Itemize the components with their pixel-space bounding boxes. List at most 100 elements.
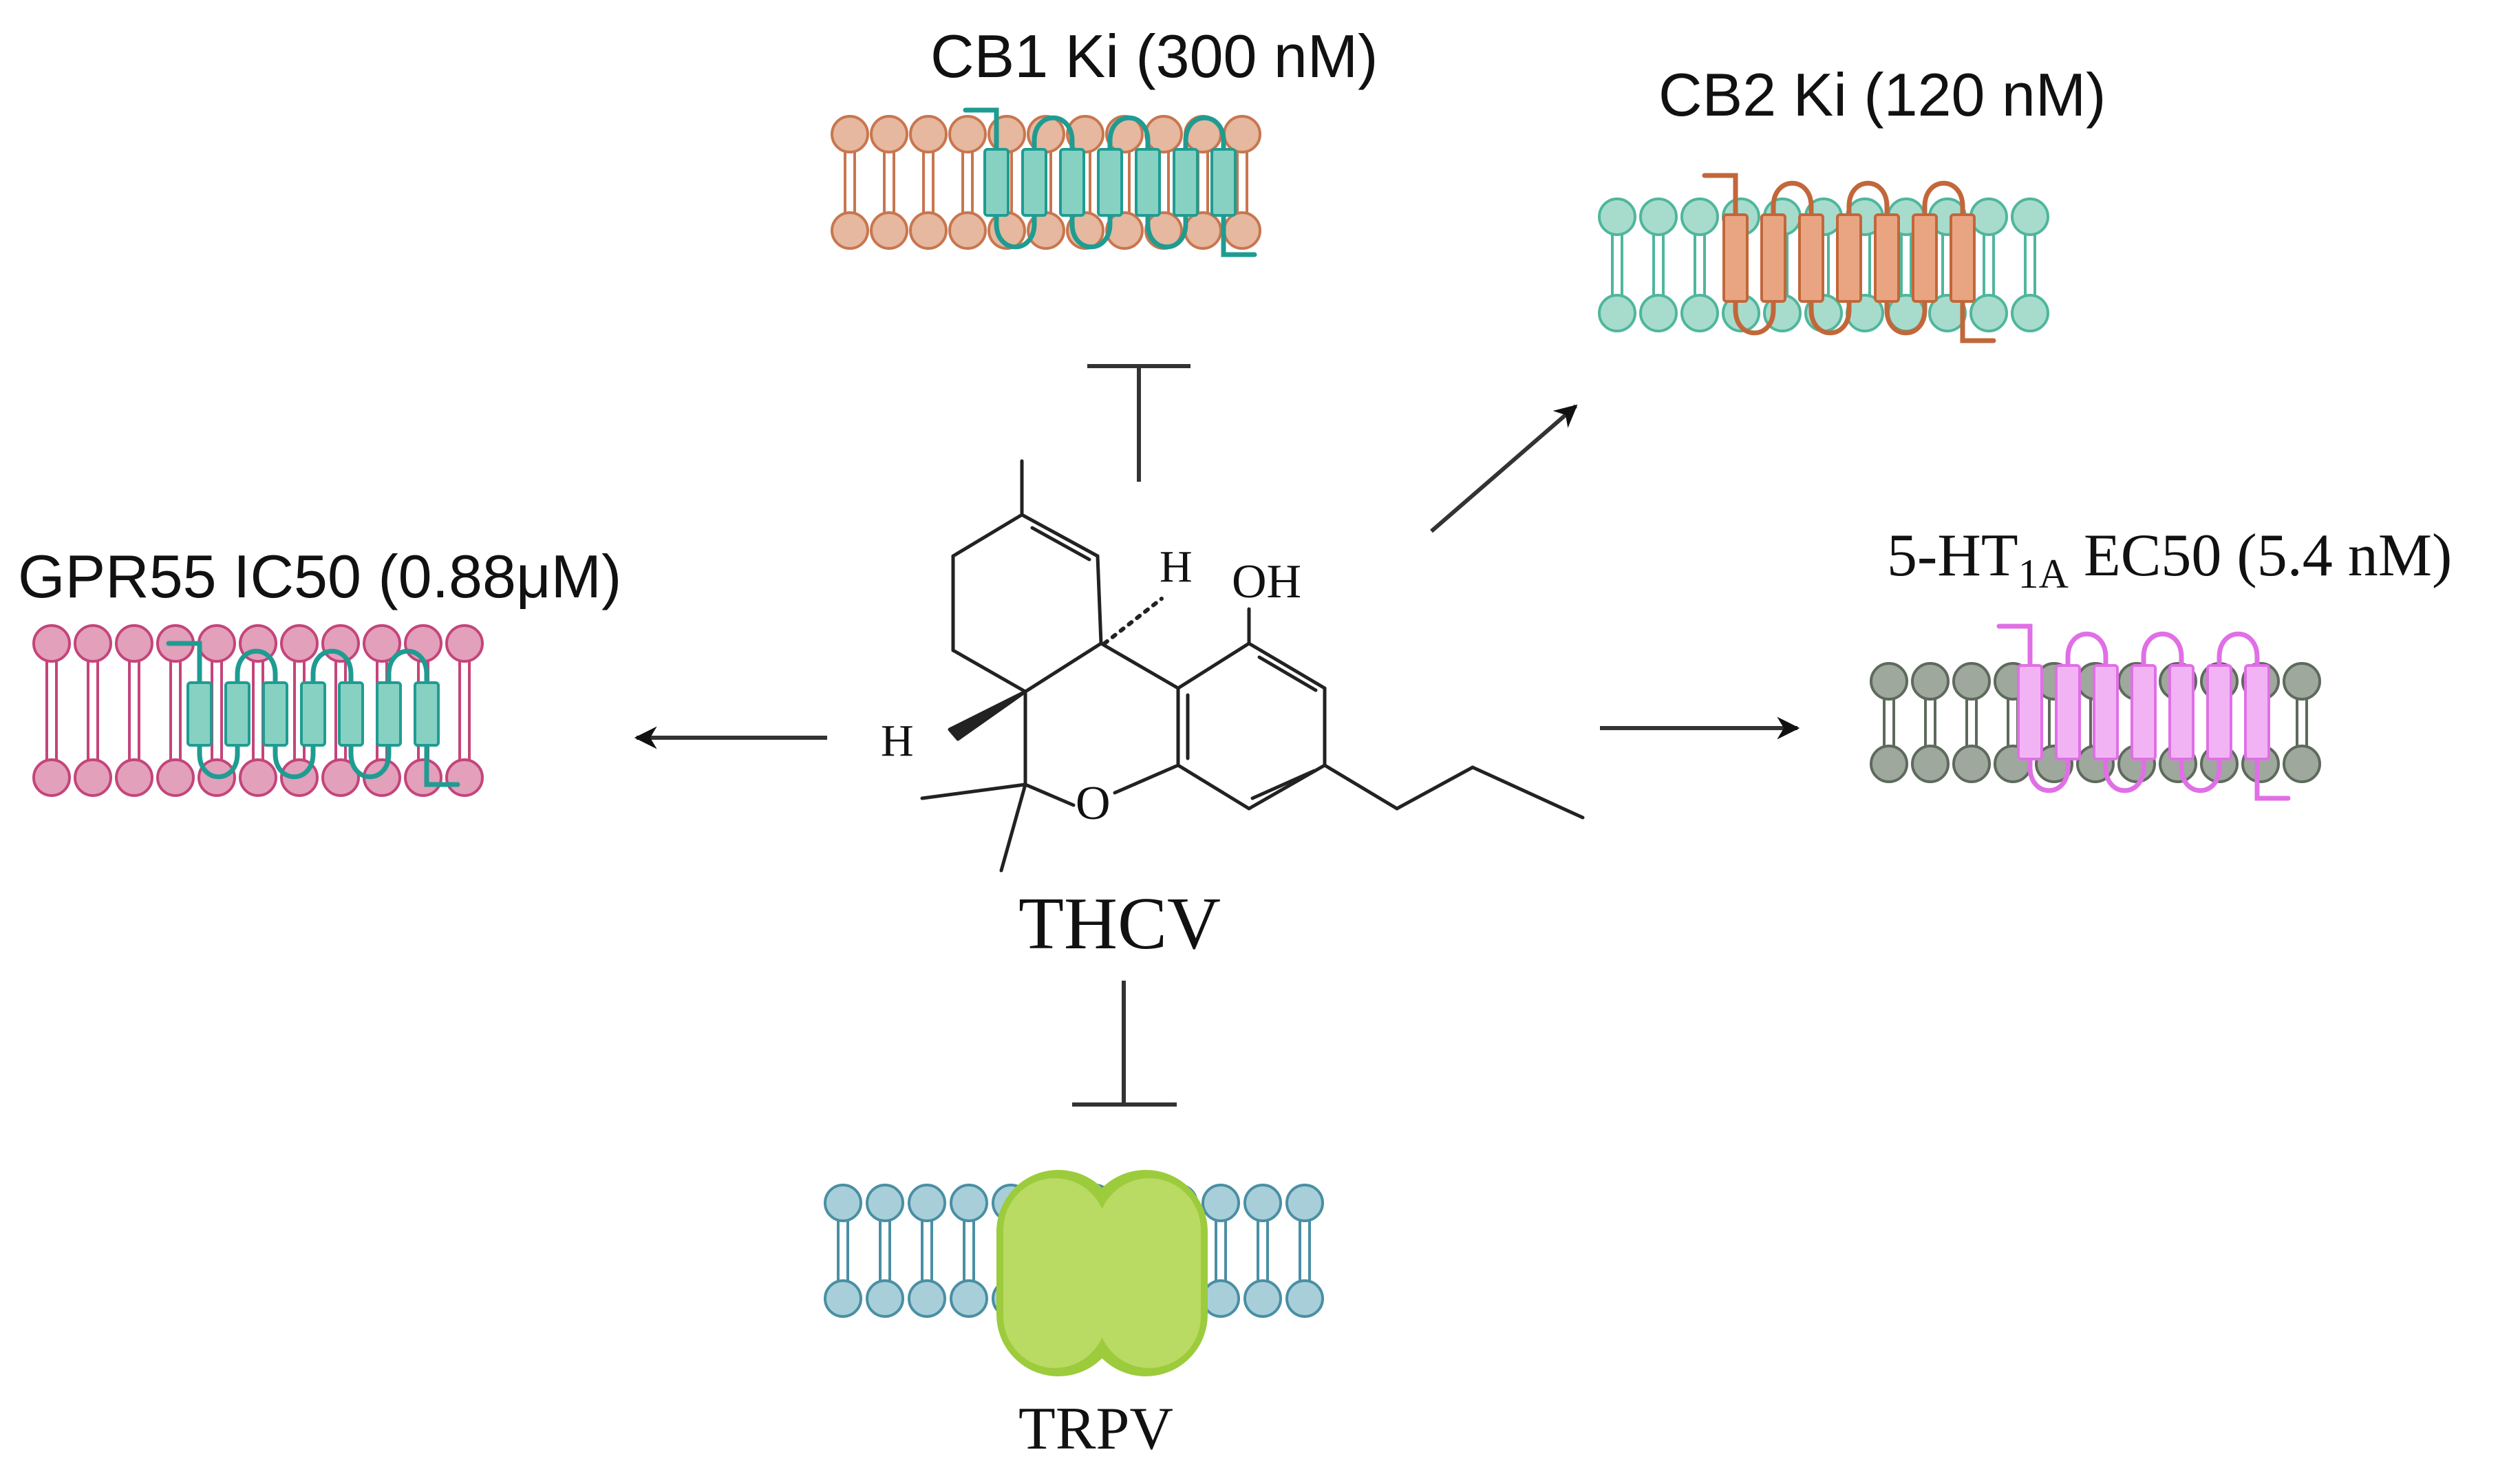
transmembrane-helix xyxy=(1059,148,1085,217)
lipid-head xyxy=(32,624,71,663)
ht1a-label-subscript: 1A xyxy=(2018,551,2069,597)
lipid-head xyxy=(1184,211,1222,250)
ht1a-label-prefix: 5-HT xyxy=(1887,522,2018,589)
transmembrane-helix xyxy=(414,681,440,747)
transmembrane-helix xyxy=(262,681,288,747)
lipid-head xyxy=(156,758,195,797)
transmembrane-helix xyxy=(2244,664,2270,760)
transmembrane-helix xyxy=(2093,664,2119,760)
thcv-structure: OH O H H xyxy=(881,459,1585,873)
lipid-head xyxy=(1911,662,1950,701)
lipid-head xyxy=(1144,115,1183,153)
transmembrane-helix xyxy=(1021,148,1047,217)
lipid-head xyxy=(445,624,484,663)
lipid-head xyxy=(74,624,112,663)
transmembrane-helix xyxy=(224,681,250,747)
lipid-head xyxy=(831,211,869,250)
ht1a-receptor-icon xyxy=(1996,623,2291,801)
lipid-head xyxy=(824,1279,862,1318)
transmembrane-helix xyxy=(1722,213,1749,303)
atom-o: O xyxy=(1076,777,1111,830)
lipid-head xyxy=(321,758,360,797)
transmembrane-helix xyxy=(1798,213,1824,303)
gpr55-receptor-icon xyxy=(166,641,460,787)
lipid-head xyxy=(1202,1279,1240,1318)
transmembrane-helix xyxy=(2206,664,2232,760)
lipid-head xyxy=(1680,294,1719,332)
lipid-head xyxy=(2283,745,2321,783)
cb1-inhibition-connector xyxy=(1087,364,1190,482)
trpv-channel-icon xyxy=(996,1170,1208,1376)
lipid-head xyxy=(909,211,948,250)
lipid-head xyxy=(908,1279,946,1318)
cb2-receptor-icon xyxy=(1702,173,1996,343)
lipid-head xyxy=(866,1184,904,1222)
lipid-head xyxy=(909,115,948,153)
lipid-head xyxy=(1928,294,1967,332)
lipid-head xyxy=(1870,745,1908,783)
atom-h1: H xyxy=(1160,542,1193,592)
lipid-head xyxy=(1285,1184,1324,1222)
lipid-head xyxy=(1223,211,1261,250)
lipid-head xyxy=(950,1279,988,1318)
lipid-head xyxy=(1680,198,1719,236)
lipid-head xyxy=(1243,1279,1282,1318)
transmembrane-helix xyxy=(1950,213,1976,303)
lipid-head xyxy=(115,758,153,797)
lipid-head xyxy=(1911,745,1950,783)
transmembrane-helix xyxy=(1874,213,1900,303)
lipid-head xyxy=(445,758,484,797)
ht1a-label: 5-HT1A EC50 (5.4 nM) xyxy=(1887,522,2452,597)
lipid-head xyxy=(1952,745,1991,783)
transmembrane-helix xyxy=(300,681,326,747)
transmembrane-helix xyxy=(1836,213,1862,303)
lipid-head xyxy=(404,624,442,663)
lipid-head xyxy=(115,624,153,663)
lipid-head xyxy=(1598,198,1636,236)
transmembrane-helix xyxy=(1210,148,1237,217)
transmembrane-helix xyxy=(2168,664,2195,760)
lipid-head xyxy=(32,758,71,797)
lipid-head xyxy=(1598,294,1636,332)
lipid-head xyxy=(1952,662,1991,701)
lipid-head xyxy=(1639,294,1678,332)
atom-oh: OH xyxy=(1232,555,1301,608)
lipid-head xyxy=(197,624,236,663)
lipid-head xyxy=(2011,294,2049,332)
cb2-activation-arrow xyxy=(1430,404,1578,533)
cb1-label: CB1 Ki (300 nM) xyxy=(930,22,1378,90)
lipid-head xyxy=(363,624,401,663)
gpr55-label: GPR55 IC50 (0.88μM) xyxy=(18,542,621,610)
transmembrane-helix xyxy=(2131,664,2157,760)
cb1-receptor-icon xyxy=(963,107,1257,257)
lipid-head xyxy=(1870,662,1908,701)
lipid-head xyxy=(908,1184,946,1222)
lipid-head xyxy=(1105,211,1144,250)
lipid-head xyxy=(870,211,908,250)
cb2-label: CB2 Ki (120 nM) xyxy=(1658,61,2106,129)
transmembrane-helix xyxy=(1173,148,1199,217)
transmembrane-helix xyxy=(1097,148,1123,217)
lipid-head xyxy=(2011,198,2049,236)
lipid-head xyxy=(1639,198,1678,236)
transmembrane-helix xyxy=(2055,664,2081,760)
transmembrane-helix xyxy=(1912,213,1938,303)
lipid-head xyxy=(1969,198,2008,236)
transmembrane-helix xyxy=(1760,213,1786,303)
transmembrane-helix xyxy=(376,681,402,747)
trpv-inhibition-connector xyxy=(1072,981,1177,1107)
lipid-head xyxy=(280,624,319,663)
transmembrane-helix xyxy=(1135,148,1161,217)
lipid-head xyxy=(1285,1279,1324,1318)
transmembrane-helix xyxy=(186,681,213,747)
lipid-head xyxy=(1243,1184,1282,1222)
lipid-head xyxy=(950,1184,988,1222)
thcv-name: THCV xyxy=(1018,883,1221,965)
lipid-head xyxy=(948,211,987,250)
cb1-membrane xyxy=(831,115,1261,250)
lipid-head xyxy=(870,115,908,153)
lipid-head xyxy=(948,115,987,153)
lipid-head xyxy=(74,758,112,797)
lipid-head xyxy=(831,115,869,153)
